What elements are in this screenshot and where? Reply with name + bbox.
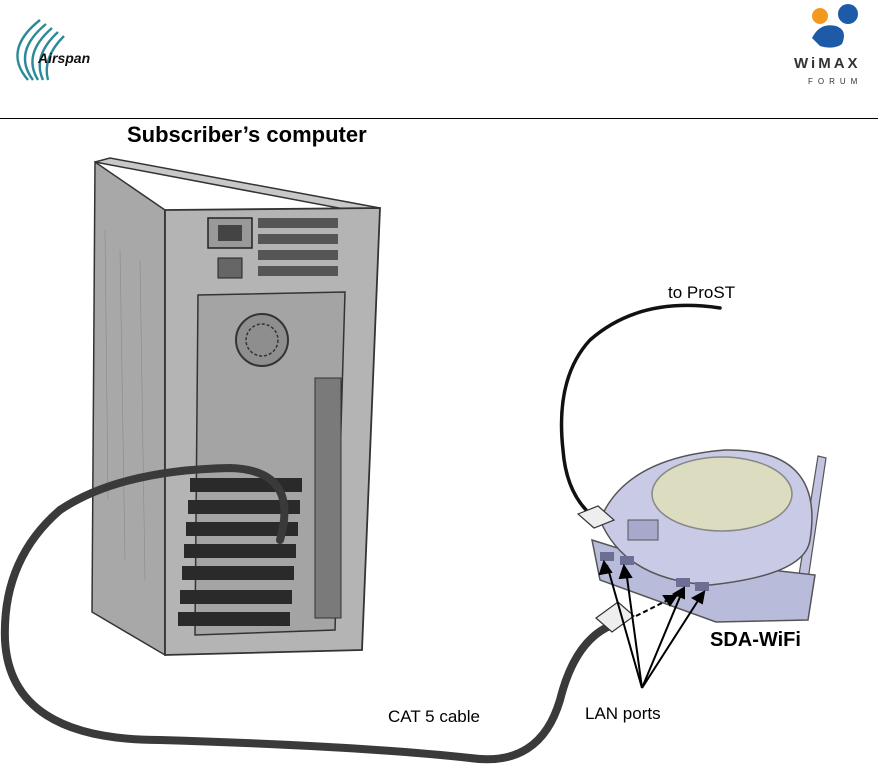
pc-tower — [92, 158, 380, 655]
lan-ports-label: LAN ports — [585, 704, 661, 724]
sda-wifi-label: SDA-WiFi — [710, 629, 801, 652]
subscribers-computer-label: Subscriber’s computer — [127, 122, 367, 148]
sda-wifi-router — [592, 450, 826, 622]
cat5-cable-label: CAT 5 cable — [388, 707, 480, 727]
to-prost-label: to ProST — [668, 283, 735, 303]
